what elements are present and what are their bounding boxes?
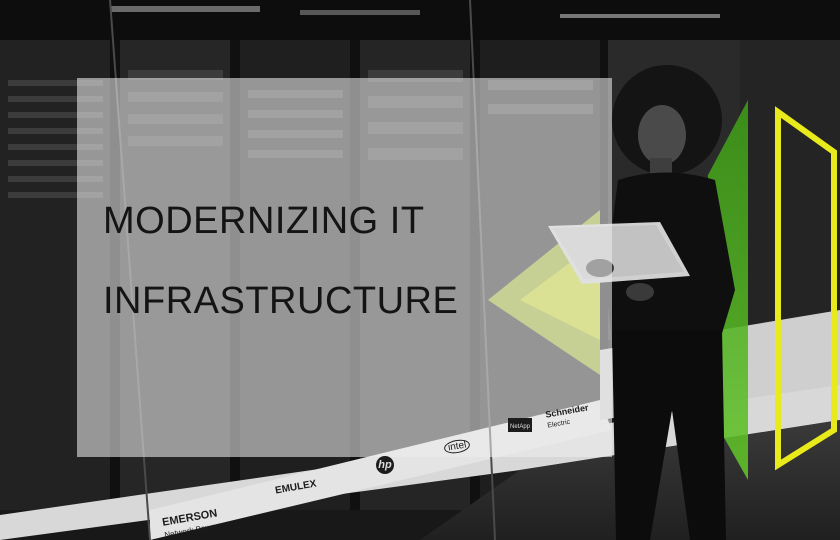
headline-line-2: INFRASTRUCTURE [103,280,459,322]
hp-logo: hp [376,456,394,474]
netapp-logo: NetApp [508,418,533,432]
headline-line-1: MODERNIZING IT [103,200,425,242]
headline-overlay [77,78,612,457]
yellow-outline-accent [775,106,837,471]
